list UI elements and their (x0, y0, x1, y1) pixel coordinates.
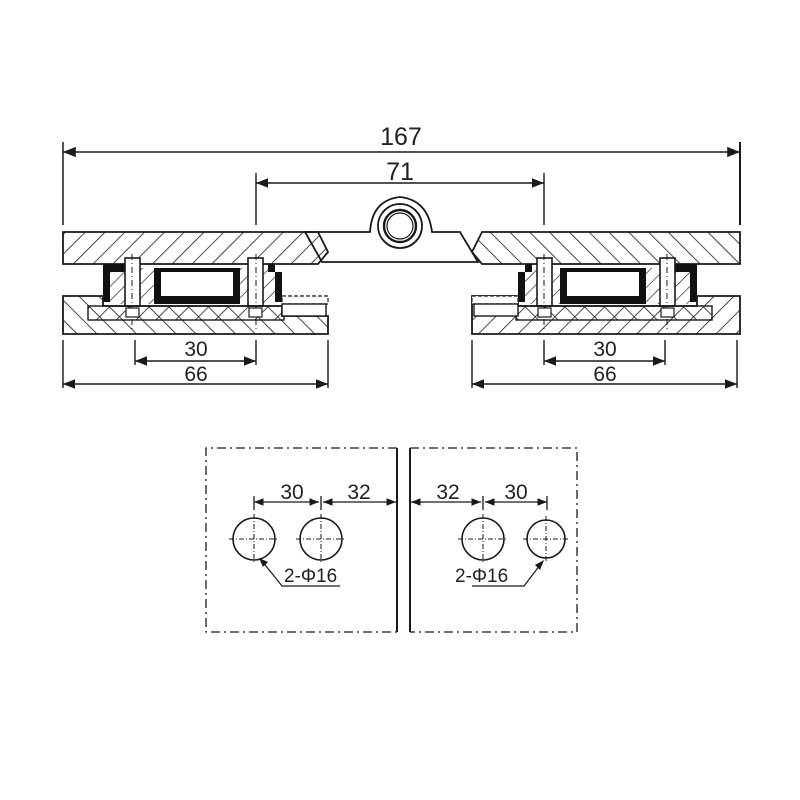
right-glass-panel: 32 30 2-Φ16 (409, 447, 578, 633)
right-leaf-dimensions: 30 66 (471, 338, 738, 389)
left-panel-hole-2 (296, 514, 346, 564)
left-edge-distance-label: 32 (347, 481, 370, 504)
pivot-span-dimension: 71 (255, 158, 545, 225)
right-plate-width-label: 66 (593, 363, 616, 386)
left-leaf-section (62, 231, 330, 335)
pivot-knuckle (303, 196, 480, 263)
right-hole-callout: 2-Φ16 (455, 566, 508, 587)
left-screw-spacing-label: 30 (184, 338, 207, 361)
right-panel-hole-1 (458, 514, 508, 564)
left-hole-callout: 2-Φ16 (284, 566, 337, 587)
section-view: 167 71 (62, 123, 741, 389)
right-screw-spacing-label: 30 (593, 338, 616, 361)
glass-cutout-view: 30 32 2-Φ16 32 (205, 447, 578, 633)
left-panel-hole-1 (229, 514, 279, 564)
overall-width-dimension: 167 (62, 123, 741, 225)
right-panel-hole-2 (523, 516, 569, 562)
left-leaf-dimensions: 30 66 (62, 338, 329, 389)
left-glass-panel: 30 32 2-Φ16 (205, 447, 398, 633)
pivot-span-label: 71 (386, 158, 414, 186)
left-hole-spacing-label: 30 (280, 481, 303, 504)
right-hole-spacing-label: 30 (504, 481, 527, 504)
right-edge-distance-label: 32 (436, 481, 459, 504)
left-plate-width-label: 66 (184, 363, 207, 386)
overall-width-label: 167 (380, 123, 422, 151)
right-leaf-section (470, 231, 741, 335)
